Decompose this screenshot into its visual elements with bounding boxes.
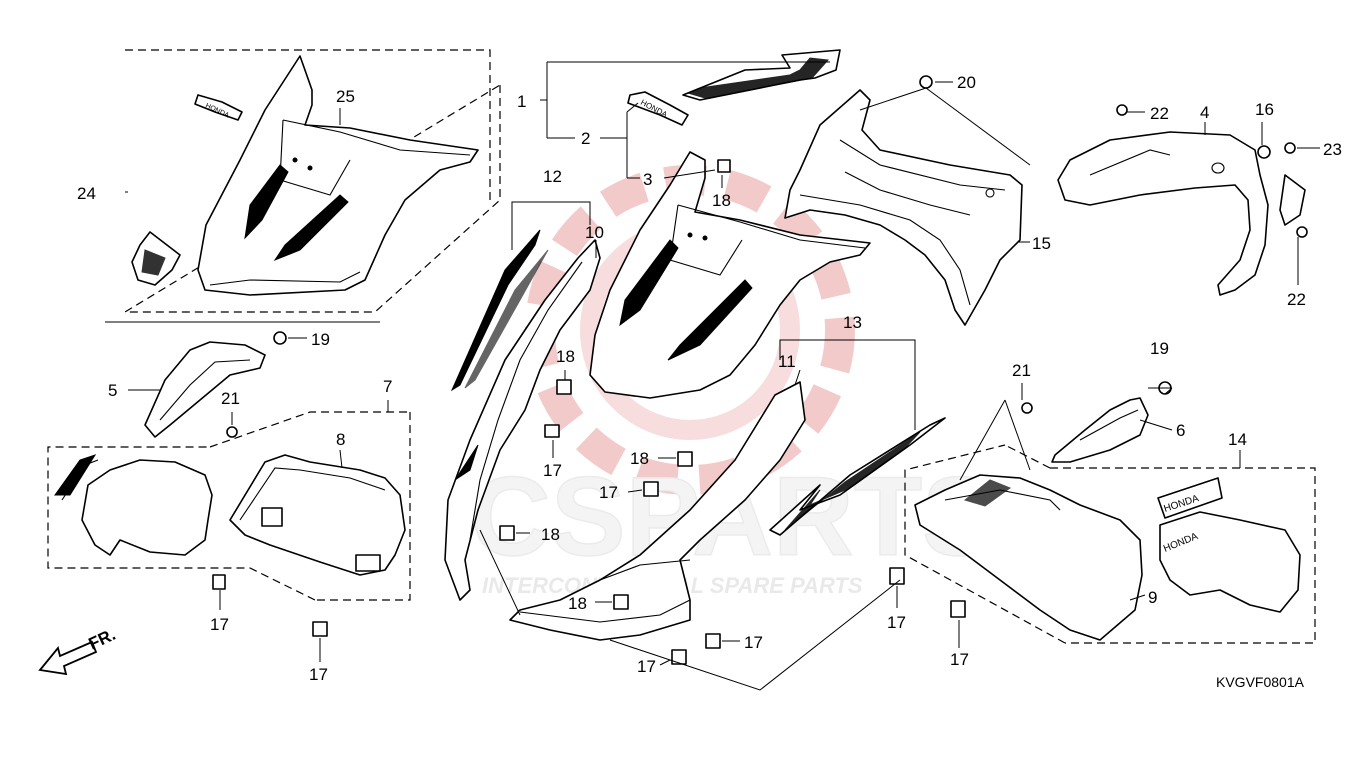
callout-18-b: 18 xyxy=(556,347,575,366)
callout-15: 15 xyxy=(1032,234,1051,253)
clip-17-f xyxy=(671,649,687,665)
part-1-stripe-decal xyxy=(682,49,841,101)
callout-24: 24 xyxy=(77,184,96,203)
callout-10: 10 xyxy=(585,223,604,242)
callout-18-d: 18 xyxy=(541,525,560,544)
screw-22-b xyxy=(1296,226,1308,238)
callout-20: 20 xyxy=(957,73,976,92)
clip-18-a xyxy=(717,159,731,173)
part-12-stripe xyxy=(450,229,549,392)
part-9-floor-panel xyxy=(914,474,1143,641)
front-direction-marker: FR. xyxy=(38,625,119,676)
callout-22-b: 22 xyxy=(1287,290,1306,309)
callout-21-b: 21 xyxy=(1012,361,1031,380)
callout-18-e: 18 xyxy=(568,594,587,613)
callout-25: 25 xyxy=(336,87,355,106)
collar-16 xyxy=(1257,145,1271,159)
clip-18-e xyxy=(613,594,629,610)
callout-17-e: 17 xyxy=(744,633,763,652)
callout-11: 11 xyxy=(778,352,796,371)
clip-17-a xyxy=(212,574,226,590)
callout-6: 6 xyxy=(1176,421,1185,440)
callout-21-a: 21 xyxy=(221,389,240,408)
callout-22-a: 22 xyxy=(1150,104,1169,123)
callout-17-a: 17 xyxy=(210,615,229,634)
bolt-19-a xyxy=(273,331,287,345)
callout-8: 8 xyxy=(336,430,345,449)
part-4-rear-guard xyxy=(1057,131,1306,296)
part-25-front-top-cover xyxy=(197,55,479,296)
part-14-decal-set: HONDA HONDA xyxy=(1157,477,1301,613)
part-7-decal-left xyxy=(54,454,213,556)
front-arrow-icon xyxy=(38,640,98,676)
group-box-7 xyxy=(47,411,411,601)
part-8-inner-panel xyxy=(229,454,406,576)
callout-18-a: 18 xyxy=(712,191,731,210)
clip-17-g xyxy=(889,567,905,585)
callout-16: 16 xyxy=(1255,100,1274,119)
callout-14: 14 xyxy=(1228,430,1247,449)
callout-9: 9 xyxy=(1148,588,1157,607)
part-10-inner-panel xyxy=(444,239,601,601)
callout-12: 12 xyxy=(543,167,562,186)
callout-17-g: 17 xyxy=(887,613,906,632)
callout-23: 23 xyxy=(1323,140,1342,159)
part-24-honda-emblem-small: HONDA xyxy=(194,94,243,121)
part-2-honda-emblem: HONDA xyxy=(627,91,689,126)
callouts: 1 2 3 4 5 6 7 8 9 10 11 12 13 14 15 16 1… xyxy=(77,73,1342,684)
part-3-front-cover xyxy=(589,151,871,399)
bolt-20 xyxy=(919,75,933,89)
part-5-trim-left xyxy=(144,341,266,438)
part-15-inner-rack xyxy=(784,89,1023,326)
clip-17-h xyxy=(950,600,966,618)
clip-18-b xyxy=(556,379,572,395)
callout-17-d: 17 xyxy=(599,483,618,502)
callout-13: 13 xyxy=(843,313,862,332)
callout-4: 4 xyxy=(1200,103,1209,122)
callout-3: 3 xyxy=(643,170,652,189)
callout-5: 5 xyxy=(108,381,117,400)
diagram-code: KVGVF0801A xyxy=(1216,674,1305,690)
part-6-trim-right xyxy=(1051,397,1149,463)
callout-18-c: 18 xyxy=(630,449,649,468)
screw-22-a xyxy=(1116,104,1128,116)
callout-17-b: 17 xyxy=(309,665,328,684)
screw-21-a xyxy=(226,426,238,438)
callout-19-a: 19 xyxy=(311,330,330,349)
clip-17-b xyxy=(312,621,328,637)
callout-17-f: 17 xyxy=(637,657,656,676)
part-13-stripe xyxy=(769,417,946,536)
callout-1: 1 xyxy=(517,92,526,111)
callout-17-h: 17 xyxy=(950,650,969,669)
callout-2: 2 xyxy=(581,129,590,148)
leader-lines xyxy=(125,61,1320,691)
clip-17-e xyxy=(705,633,721,649)
group-box-14 xyxy=(904,444,1316,644)
clip-17-d xyxy=(643,481,659,497)
part-24-honda-emblem-wing xyxy=(131,231,181,286)
part-11-side-panel xyxy=(509,381,806,641)
screw-23 xyxy=(1284,142,1296,154)
clip-17-c xyxy=(544,424,560,438)
screw-21-b xyxy=(1021,402,1033,414)
clip-18-d xyxy=(499,525,515,541)
callout-7: 7 xyxy=(383,377,392,396)
callout-17-c: 17 xyxy=(543,461,562,480)
callout-19-b: 19 xyxy=(1150,339,1169,358)
fasteners xyxy=(212,75,1308,665)
clip-18-c xyxy=(677,451,693,467)
